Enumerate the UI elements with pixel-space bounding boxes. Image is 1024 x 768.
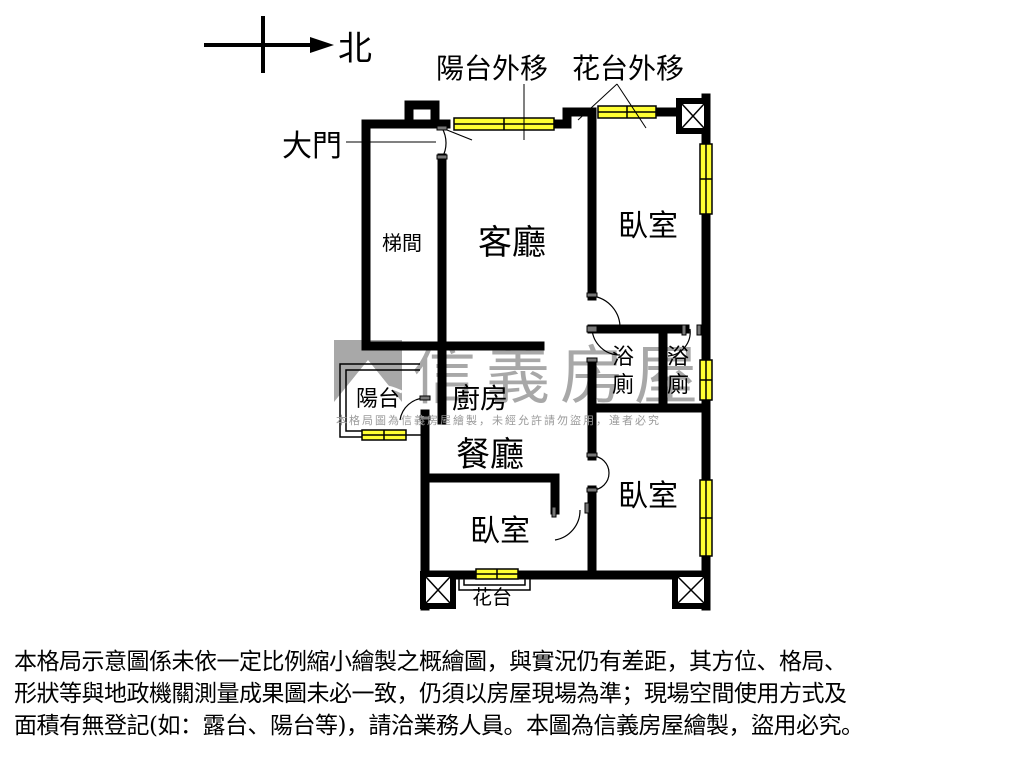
disclaimer-line-1: 本格局示意圖係未依一定比例縮小繪製之概繪圖，與實況仍有差距，其方位、格局、	[14, 649, 847, 675]
north-label: 北	[338, 29, 372, 69]
room-label-kitchen: 廚房	[452, 382, 508, 415]
main-door-label: 大門	[282, 129, 342, 164]
flower-bed-moved-out-label: 花台外移	[572, 52, 684, 85]
balcony-moved-out-label: 陽台外移	[436, 52, 548, 85]
flower-bed-outline	[458, 578, 531, 591]
leader-line-flowerbed-1	[577, 83, 618, 121]
room-label-bath-2-bottom: 廁	[667, 373, 689, 398]
room-label-bath-1-top: 浴	[612, 345, 634, 370]
disclaimer: 本格局示意圖係未依一定比例縮小繪製之概繪圖，與實況仍有差距，其方位、格局、 形狀…	[14, 646, 1014, 742]
room-label-balcony: 陽台	[356, 387, 400, 412]
leader-line-flowerbed-2	[616, 83, 647, 129]
disclaimer-line-3: 面積有無登記(如：露台、陽台等)，請洽業務人員。本圖為信義房屋繪製，盜用必究。	[14, 713, 864, 739]
room-label-bedroom-sw: 臥室	[470, 514, 530, 549]
room-label-dining-room: 餐廳	[456, 435, 524, 475]
room-label-living-room: 客廳	[478, 223, 546, 263]
balcony-outline	[339, 363, 425, 438]
room-label-bath-2-top: 浴	[667, 345, 689, 370]
north-arrow-icon	[204, 16, 334, 73]
room-label-bedroom-ne: 臥室	[618, 209, 678, 244]
room-label-flower-bed: 花台	[472, 585, 512, 609]
structural-columns	[420, 98, 710, 609]
disclaimer-line-2: 形狀等與地政機關測量成果圖未必一致，仍須以房屋現場為準；現場空間使用方式及	[14, 681, 847, 707]
room-label-bedroom-se: 臥室	[618, 479, 678, 514]
watermark-brand: 信義房屋	[412, 340, 708, 414]
windows	[361, 105, 713, 580]
floor-plan: 北 信義房屋	[204, 16, 713, 611]
room-label-stairwell: 梯間	[382, 231, 422, 255]
room-label-bath-1-bottom: 廁	[612, 373, 634, 398]
door-jambs	[419, 125, 702, 518]
watermark-notice: 本格局圖為信義房屋繪製，未經允許請勿盜用，違者必究	[336, 413, 661, 427]
